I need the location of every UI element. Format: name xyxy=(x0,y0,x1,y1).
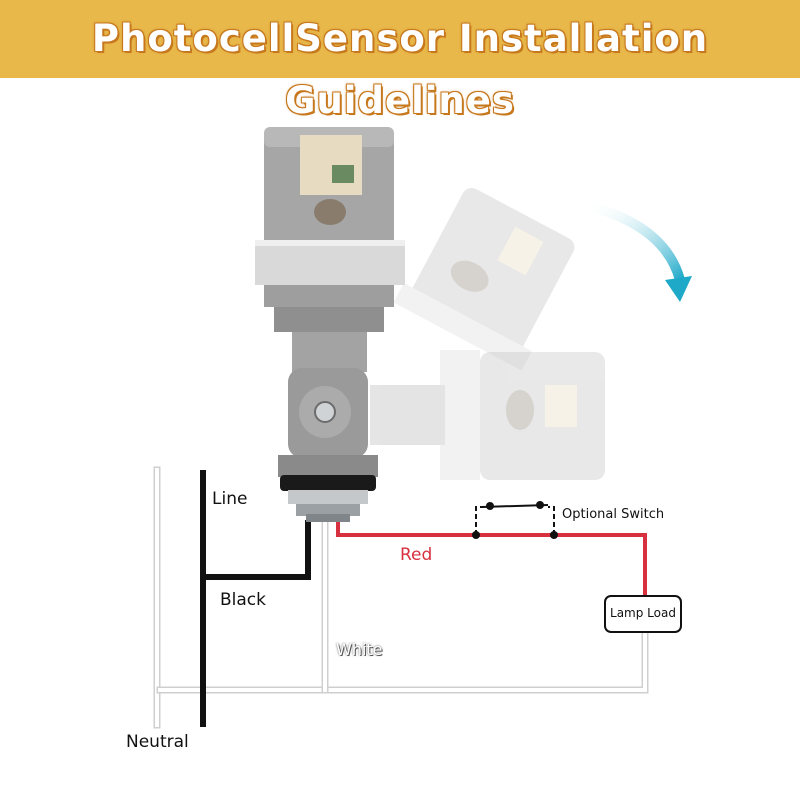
page-title: PhotocellSensor Installation Guidelines xyxy=(91,17,709,122)
ghost-sensor-rotated xyxy=(393,187,575,371)
wiring-diagram xyxy=(153,127,692,729)
ghost-sensor-horizontal xyxy=(370,350,605,480)
photocell-sensor xyxy=(255,127,405,522)
lamp-load-box xyxy=(604,595,682,633)
black-wire xyxy=(200,470,311,727)
curved-arrow-down-icon xyxy=(580,200,692,302)
optional-switch-label: Optional Switch xyxy=(562,507,665,522)
photocell-window xyxy=(314,199,346,225)
screw-icon xyxy=(314,401,336,423)
white-label: White xyxy=(336,640,383,659)
optional-switch-symbol xyxy=(472,501,558,539)
red-label: Red xyxy=(400,545,433,565)
lamp-load-label: Lamp Load xyxy=(610,606,676,620)
red-wire xyxy=(336,520,647,597)
white-wire xyxy=(153,466,649,729)
black-label: Black xyxy=(220,590,266,610)
title-banner: PhotocellSensor Installation Guidelines xyxy=(0,0,800,122)
neutral-label: Neutral xyxy=(126,732,189,752)
line-label: Line xyxy=(212,489,248,509)
